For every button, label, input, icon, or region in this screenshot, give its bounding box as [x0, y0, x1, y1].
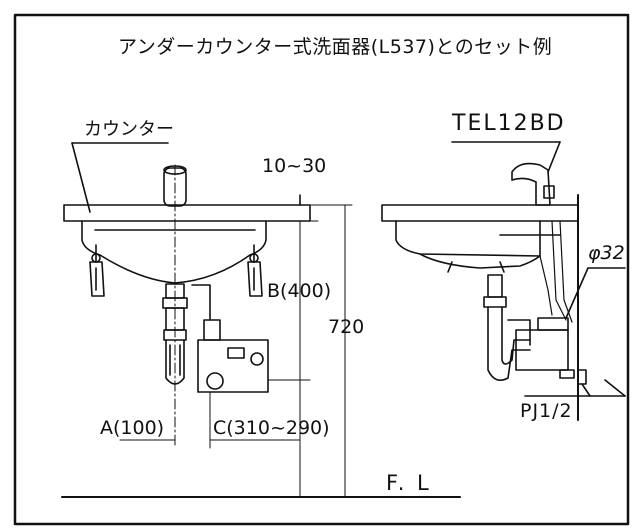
counter-label: カウンター — [84, 119, 174, 140]
counter-slab — [63, 204, 311, 222]
height-dimension: 720 — [328, 316, 365, 338]
diagram-frame — [13, 13, 630, 526]
side-trap — [483, 274, 531, 381]
model-label: TEL12BD — [452, 111, 566, 136]
dimension-b: B(400) — [267, 280, 332, 302]
front-view — [61, 142, 461, 498]
dimension-c: C(310~290) — [213, 417, 330, 439]
dimension-a: A(100) — [100, 417, 165, 439]
left-bracket — [89, 244, 105, 297]
pipe-diameter-label: φ32 — [588, 242, 625, 264]
side-faucet — [511, 162, 551, 206]
floor-level-label: F. L — [386, 471, 432, 495]
diagram-title: アンダーカウンター式洗面器(L537)とのセット例 — [118, 36, 553, 58]
right-bracket — [247, 244, 263, 297]
side-view — [381, 141, 626, 421]
pipe-joint-label: PJ1/2 — [520, 400, 573, 422]
control-unit — [191, 284, 269, 393]
counter-thickness-dimension: 10~30 — [262, 155, 327, 177]
